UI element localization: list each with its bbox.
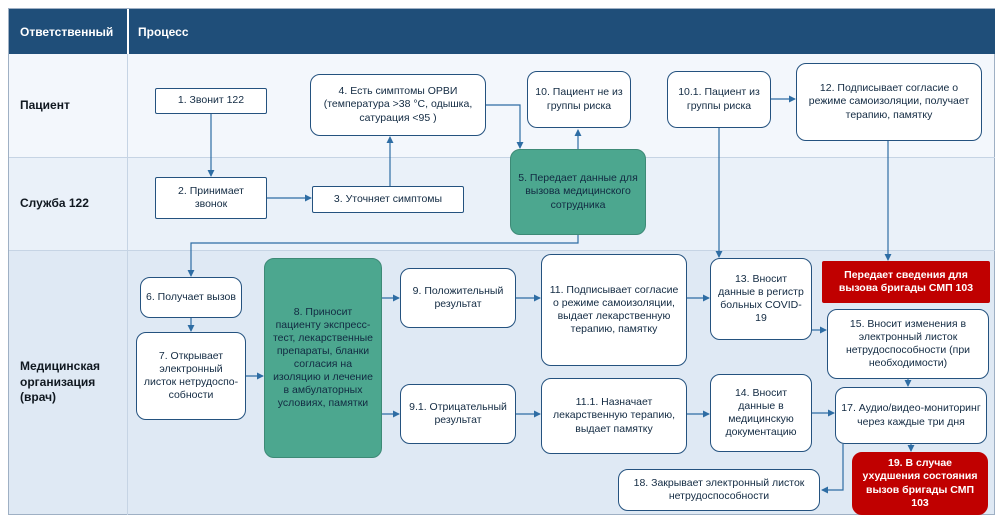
node-9-positive-result: 9. Положительный результат <box>400 268 516 328</box>
lane-label-medical: Медицинская организация (врач) <box>20 359 101 405</box>
lane-label-patient: Пациент <box>20 97 70 112</box>
node-14-medical-records: 14. Вносит данные в медицинскую документ… <box>710 374 812 452</box>
node-19-worsening-call-103: 19. В случае ухудшения состояния вызов б… <box>852 452 988 515</box>
node-17-audio-video-monitoring: 17. Аудио/видео-мониторинг через каждые … <box>835 387 987 444</box>
node-2-accepts-call: 2. Принимает звонок <box>155 177 267 219</box>
lane-separator-2 <box>9 250 995 251</box>
node-13-covid-register: 13. Вносит данные в регистр больных COVI… <box>710 258 812 340</box>
node-10-not-risk-group: 10. Пациент не из группы риска <box>527 71 631 128</box>
node-12-patient-signs-consent: 12. Подписывает согласие о режиме самоиз… <box>796 63 982 141</box>
lane-separator-1 <box>9 157 995 158</box>
lane-label-service122: Служба 122 <box>20 195 89 210</box>
node-15-sick-leave-changes: 15. Вносит изменения в электронный листо… <box>827 309 989 379</box>
node-10-1-risk-group: 10.1. Пациент из группы риска <box>667 71 771 128</box>
table-header-bar: Ответственный Процесс <box>9 9 995 54</box>
column-divider <box>127 54 128 515</box>
node-18-closes-sick-leave: 18. Закрывает электронный листок нетрудо… <box>618 469 820 511</box>
node-5-transfers-call-data: 5. Передает данные для вызова медицинско… <box>510 149 646 235</box>
node-6-receives-call: 6. Получает вызов <box>140 277 242 318</box>
node-8-brings-test-kit: 8. Приносит пациенту экспресс-тест, лека… <box>264 258 382 458</box>
node-4-orvi-symptoms: 4. Есть симптомы ОРВИ (температура >38 °… <box>310 74 486 136</box>
header-column-divider <box>127 9 129 54</box>
header-responsible: Ответственный <box>20 24 114 39</box>
node-9-1-negative-result: 9.1. Отрицательный результат <box>400 384 516 444</box>
node-11-1-prescribes-therapy: 11.1. Назначает лекарственную терапию, в… <box>541 378 687 454</box>
node-3-clarifies-symptoms: 3. Уточняет симптомы <box>312 186 464 213</box>
node-11-signs-consent-gives-therapy: 11. Подписывает согласие о режиме самоиз… <box>541 254 687 366</box>
node-1-calls-122: 1. Звонит 122 <box>155 88 267 114</box>
diagram-frame <box>8 8 995 515</box>
node-7-opens-sick-leave: 7. Открывает электронный листок нетрудос… <box>136 332 246 420</box>
header-process: Процесс <box>138 24 189 39</box>
node-transfer-data-smp-103: Передает сведения для вызова бригады СМП… <box>822 261 990 303</box>
